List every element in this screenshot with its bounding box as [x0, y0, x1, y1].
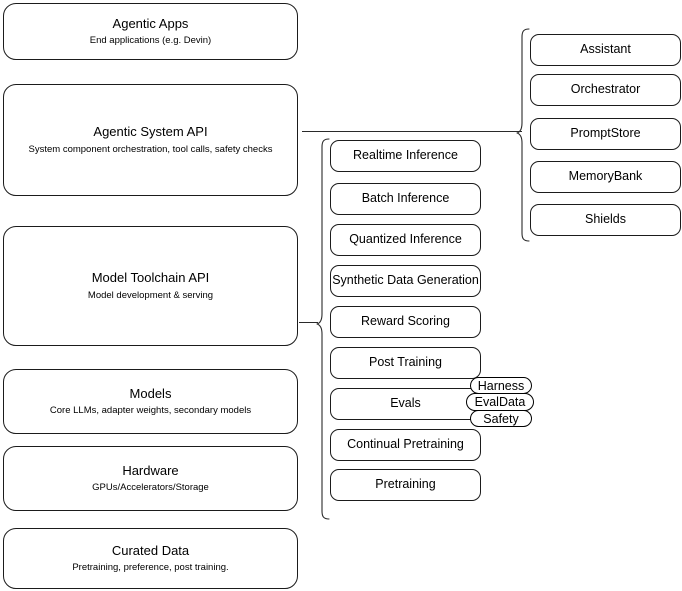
toolchain-item-synthetic-data-generation[interactable]: Synthetic Data Generation	[330, 265, 481, 297]
item-label: Assistant	[580, 42, 631, 57]
item-label: Reward Scoring	[361, 314, 450, 329]
item-label: Shields	[585, 212, 626, 227]
pill-label: Harness	[477, 378, 525, 393]
eval-pill-harness[interactable]: Harness	[470, 377, 532, 394]
toolchain-item-reward-scoring[interactable]: Reward Scoring	[330, 306, 481, 338]
item-label: Realtime Inference	[353, 148, 458, 163]
toolchain-item-evals[interactable]: Evals	[330, 388, 481, 420]
toolchain-item-continual-pretraining[interactable]: Continual Pretraining	[330, 429, 481, 461]
layer-box-model-toolchain-api[interactable]: Model Toolchain API Model development & …	[3, 226, 298, 346]
layer-subtitle: GPUs/Accelerators/Storage	[92, 482, 209, 494]
item-label: MemoryBank	[568, 169, 643, 184]
curly-brace-system	[516, 28, 530, 242]
layer-title: Agentic System API	[93, 124, 208, 140]
system-item-assistant[interactable]: Assistant	[530, 34, 681, 66]
connector-toolchain-api-to-mid-brace	[299, 322, 318, 323]
item-label: Evals	[390, 396, 421, 411]
system-item-orchestrator[interactable]: Orchestrator	[530, 74, 681, 106]
item-label: Batch Inference	[361, 191, 450, 206]
layer-box-hardware[interactable]: Hardware GPUs/Accelerators/Storage	[3, 446, 298, 511]
layer-box-curated-data[interactable]: Curated Data Pretraining, preference, po…	[3, 528, 298, 589]
layer-box-agentic-apps[interactable]: Agentic Apps End applications (e.g. Devi…	[3, 3, 298, 60]
eval-pill-safety[interactable]: Safety	[470, 410, 532, 427]
layer-subtitle: Model development & serving	[87, 289, 214, 301]
layer-subtitle: System component orchestration, tool cal…	[28, 143, 273, 155]
connector-system-api-to-right-brace	[302, 131, 522, 132]
layer-title: Hardware	[122, 462, 179, 478]
item-label: Post Training	[369, 355, 442, 370]
toolchain-item-realtime-inference[interactable]: Realtime Inference	[330, 140, 481, 172]
item-label: Pretraining	[375, 477, 436, 492]
layer-box-models[interactable]: Models Core LLMs, adapter weights, secon…	[3, 369, 298, 434]
toolchain-item-batch-inference[interactable]: Batch Inference	[330, 183, 481, 215]
item-label: Synthetic Data Generation	[332, 273, 479, 288]
eval-pill-evaldata[interactable]: EvalData	[466, 393, 534, 411]
system-item-shields[interactable]: Shields	[530, 204, 681, 236]
toolchain-item-quantized-inference[interactable]: Quantized Inference	[330, 224, 481, 256]
item-label: Quantized Inference	[349, 232, 462, 247]
curly-brace-toolchain	[316, 138, 330, 520]
layer-title: Agentic Apps	[112, 15, 189, 31]
layer-subtitle: Pretraining, preference, post training.	[72, 562, 229, 574]
layer-title: Model Toolchain API	[91, 270, 210, 286]
system-item-promptstore[interactable]: PromptStore	[530, 118, 681, 150]
item-label: Continual Pretraining	[347, 437, 464, 452]
toolchain-item-pretraining[interactable]: Pretraining	[330, 469, 481, 501]
toolchain-item-post-training[interactable]: Post Training	[330, 347, 481, 379]
item-label: PromptStore	[570, 126, 641, 141]
pill-label: EvalData	[474, 395, 526, 409]
system-item-memorybank[interactable]: MemoryBank	[530, 161, 681, 193]
layer-title: Models	[129, 385, 172, 401]
layer-box-agentic-system-api[interactable]: Agentic System API System component orch…	[3, 84, 298, 196]
layer-subtitle: Core LLMs, adapter weights, secondary mo…	[49, 405, 252, 417]
pill-label: Safety	[483, 411, 519, 426]
layer-subtitle: End applications (e.g. Devin)	[89, 35, 212, 47]
item-label: Orchestrator	[570, 82, 641, 97]
layer-title: Curated Data	[111, 542, 190, 558]
